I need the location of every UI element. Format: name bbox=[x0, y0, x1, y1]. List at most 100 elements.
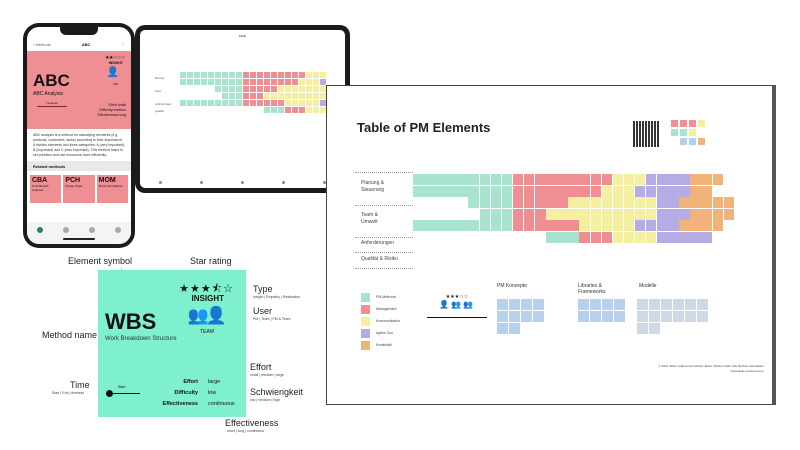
element-tile[interactable] bbox=[701, 185, 712, 197]
element-tile[interactable] bbox=[578, 311, 589, 322]
element-tile[interactable] bbox=[568, 208, 579, 220]
element-tile[interactable] bbox=[634, 220, 646, 232]
element-tile[interactable] bbox=[490, 185, 502, 197]
element-tile[interactable] bbox=[679, 220, 690, 232]
element-tile[interactable] bbox=[634, 174, 646, 185]
element-tile[interactable] bbox=[657, 174, 668, 185]
element-tile[interactable] bbox=[612, 185, 624, 197]
element-tile[interactable] bbox=[690, 197, 701, 209]
element-tile[interactable] bbox=[623, 185, 635, 197]
element-tile[interactable] bbox=[546, 197, 557, 209]
element-tile[interactable] bbox=[501, 208, 513, 220]
element-tile[interactable] bbox=[457, 185, 468, 197]
element-tile[interactable] bbox=[679, 185, 690, 197]
element-tile[interactable] bbox=[701, 197, 712, 209]
element-tile[interactable] bbox=[523, 220, 535, 232]
element-tile[interactable] bbox=[557, 220, 568, 232]
element-tile[interactable] bbox=[637, 323, 648, 334]
element-tile[interactable] bbox=[546, 220, 557, 232]
element-tile[interactable] bbox=[690, 185, 701, 197]
element-tile[interactable] bbox=[509, 311, 520, 322]
element-tile[interactable] bbox=[690, 174, 701, 185]
element-tile[interactable] bbox=[712, 197, 724, 209]
element-tile[interactable] bbox=[512, 185, 524, 197]
element-tile[interactable] bbox=[701, 208, 712, 220]
element-tile[interactable] bbox=[579, 174, 590, 185]
element-tile[interactable] bbox=[668, 220, 679, 232]
element-tile[interactable] bbox=[645, 208, 657, 220]
element-tile[interactable] bbox=[712, 220, 724, 232]
element-tile[interactable] bbox=[568, 174, 579, 185]
element-tile[interactable] bbox=[523, 197, 535, 209]
element-tile[interactable] bbox=[546, 174, 557, 185]
tab[interactable] bbox=[241, 181, 244, 184]
tab[interactable] bbox=[323, 181, 326, 184]
element-tile[interactable] bbox=[623, 220, 635, 232]
element-tile[interactable] bbox=[446, 220, 457, 232]
element-tile[interactable] bbox=[623, 197, 635, 209]
element-tile[interactable] bbox=[579, 185, 590, 197]
element-tile[interactable] bbox=[602, 299, 613, 310]
element-tile[interactable] bbox=[468, 197, 479, 209]
element-tile[interactable] bbox=[645, 174, 657, 185]
element-tile[interactable] bbox=[578, 299, 589, 310]
element-tile[interactable] bbox=[668, 174, 679, 185]
element-tile[interactable] bbox=[535, 208, 546, 220]
element-tile[interactable] bbox=[479, 185, 491, 197]
element-tile[interactable] bbox=[579, 197, 590, 209]
element-tile[interactable] bbox=[435, 185, 446, 197]
element-tile[interactable] bbox=[690, 231, 701, 243]
element-tile[interactable] bbox=[509, 323, 520, 334]
element-tile[interactable] bbox=[413, 220, 424, 232]
element-tile[interactable] bbox=[435, 174, 446, 185]
element-tile[interactable] bbox=[590, 185, 601, 197]
element-tile[interactable] bbox=[568, 231, 579, 243]
tab[interactable] bbox=[159, 181, 162, 184]
element-tile[interactable] bbox=[501, 197, 513, 209]
element-tile[interactable] bbox=[590, 208, 601, 220]
element-tile[interactable] bbox=[673, 299, 684, 310]
element-tile[interactable] bbox=[634, 185, 646, 197]
element-tile[interactable] bbox=[424, 174, 435, 185]
back-button[interactable]: ‹ Methods bbox=[33, 41, 51, 47]
element-tile[interactable] bbox=[623, 174, 635, 185]
element-tile[interactable] bbox=[657, 208, 668, 220]
element-tile[interactable] bbox=[612, 197, 624, 209]
element-tile[interactable] bbox=[468, 220, 479, 232]
element-tile[interactable] bbox=[509, 299, 520, 310]
element-tile[interactable] bbox=[523, 174, 535, 185]
element-tile[interactable] bbox=[634, 231, 646, 243]
element-tile[interactable] bbox=[479, 197, 491, 209]
element-tile[interactable] bbox=[557, 231, 568, 243]
element-tile[interactable] bbox=[623, 231, 635, 243]
element-tile[interactable] bbox=[614, 299, 625, 310]
element-tile[interactable] bbox=[701, 231, 712, 243]
element-tile[interactable] bbox=[533, 311, 544, 322]
element-tile[interactable] bbox=[645, 220, 657, 232]
element-tile[interactable] bbox=[457, 220, 468, 232]
element-tile[interactable] bbox=[413, 174, 424, 185]
element-tile[interactable] bbox=[697, 311, 708, 322]
element-tile[interactable] bbox=[649, 323, 660, 334]
element-tile[interactable] bbox=[479, 174, 491, 185]
element-tile[interactable] bbox=[649, 299, 660, 310]
element-tile[interactable] bbox=[612, 220, 624, 232]
element-tile[interactable] bbox=[512, 208, 524, 220]
element-tile[interactable] bbox=[657, 220, 668, 232]
element-tile[interactable] bbox=[501, 185, 513, 197]
element-tile[interactable] bbox=[645, 231, 657, 243]
element-tile[interactable] bbox=[673, 311, 684, 322]
element-tile[interactable] bbox=[614, 311, 625, 322]
element-tile[interactable] bbox=[679, 197, 690, 209]
element-tile[interactable] bbox=[523, 185, 535, 197]
element-tile[interactable] bbox=[568, 220, 579, 232]
element-tile[interactable] bbox=[479, 208, 491, 220]
element-tile[interactable] bbox=[623, 208, 635, 220]
element-tile[interactable] bbox=[661, 311, 672, 322]
element-tile[interactable] bbox=[497, 299, 508, 310]
element-tile[interactable] bbox=[634, 197, 646, 209]
tab-frameworks[interactable] bbox=[89, 227, 95, 233]
element-tile[interactable] bbox=[601, 185, 613, 197]
element-tile[interactable] bbox=[657, 197, 668, 209]
